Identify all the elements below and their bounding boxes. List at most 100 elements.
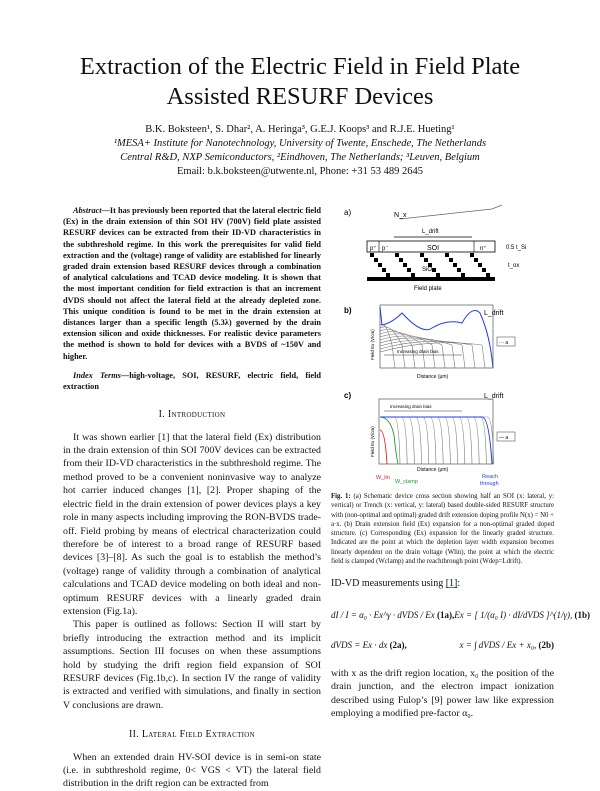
- box-label: SiO₂: [422, 267, 435, 273]
- oxide-block: [378, 263, 382, 267]
- section-title: Lateral Field Extraction: [141, 729, 256, 741]
- oxide-block: [382, 268, 386, 272]
- field-curve: [379, 342, 486, 369]
- oxide-block: [461, 273, 465, 277]
- abstract: Abstract—It has previously been reported…: [63, 205, 321, 362]
- affiliation-2: Central R&D, NXP Semiconductors, ²Eindho…: [120, 152, 480, 163]
- left-column: Abstract—It has previously been reported…: [63, 205, 321, 791]
- panel-b-legend-text: ··· a: [499, 340, 508, 346]
- section-title: Introduction: [167, 409, 226, 421]
- section-heading-introduction: I. Introduction: [63, 408, 321, 421]
- index-terms-label: Index Terms: [73, 370, 121, 380]
- field-plate-label: Field plate: [414, 286, 442, 292]
- oxide-block: [395, 253, 399, 257]
- oxide-block: [453, 263, 457, 267]
- index-terms: Index Terms—high-voltage, SOI, RESURF, e…: [63, 370, 321, 392]
- panel-b-legend: [496, 336, 516, 347]
- caption-label: Fig. 1:: [331, 493, 351, 500]
- field-curve: [380, 416, 466, 465]
- intro-paragraph-1: It was shown earlier [1] that the latera…: [63, 431, 321, 617]
- panel-c-legend: [496, 431, 516, 442]
- field-curve-final: [379, 306, 494, 369]
- oxide-block: [399, 258, 403, 262]
- oxide-block: [457, 268, 461, 272]
- n-plus-label: n⁺: [480, 245, 487, 252]
- panel-b-xlabel: Distance (μm): [417, 374, 449, 380]
- section-number: II.: [128, 729, 140, 741]
- affiliation-1: ¹MESA+ Institute for Nanotechnology, Uni…: [113, 138, 487, 149]
- equation-1b: Ex = [ 1/(α₀ I) · dI/dVDS ]^(1/γ), (1b): [454, 610, 590, 621]
- tsi-label: 0.5 t_Si: [506, 245, 526, 251]
- section2-paragraph-1: When an extended drain HV-SOI device is …: [63, 751, 321, 790]
- oxide-block: [470, 253, 474, 257]
- author-block: B.K. Boksteen¹, S. Dhar², A. Heringa³, G…: [40, 123, 560, 179]
- w-lin-label: W_lin: [376, 475, 390, 481]
- oxide-block: [420, 253, 424, 257]
- figure-1: a) N_x L_drift p⁺ p⁻ SOI n⁺ SiO₂ Field p…: [322, 195, 560, 490]
- through-label: through: [480, 481, 499, 487]
- panel-c-xlabel: Distance (μm): [417, 467, 449, 473]
- field-curve: [379, 337, 456, 369]
- right-column: Fig. 1: (a) Schematic device cross secti…: [331, 492, 590, 720]
- panel-c-legend-text: — a: [499, 435, 508, 441]
- w-clamp-label: W_clamp: [395, 479, 418, 485]
- oxide-block: [432, 268, 436, 272]
- oxide-block: [428, 263, 432, 267]
- contact-email: Email: b.k.boksteen@utwente.nl, Phone: +…: [177, 166, 423, 177]
- equation-row-1: dI / I = α₀ · Ex^γ · dVDS / Ex (1a), Ex …: [331, 601, 590, 631]
- oxide-block: [474, 258, 478, 262]
- panel-b-label: b): [344, 306, 352, 315]
- oxide-block: [403, 263, 407, 267]
- field-curve-wlin: [379, 429, 388, 465]
- abstract-text: —It has previously been reported that th…: [63, 206, 321, 361]
- field-curve: [379, 323, 396, 369]
- reference-link[interactable]: [1]: [445, 578, 458, 590]
- soi-layer: [366, 240, 496, 253]
- panel-c-ylabel: Field Ex (V/cm): [370, 426, 375, 457]
- p-plus-label: p⁺: [370, 245, 377, 252]
- abstract-label: Abstract: [73, 206, 102, 215]
- panel-a-label: a): [344, 208, 351, 217]
- oxide-block: [370, 253, 374, 257]
- field-curve-reachthrough: [380, 416, 493, 465]
- section-number: I.: [158, 409, 166, 421]
- oxide-block: [407, 268, 411, 272]
- oxide-block: [436, 273, 440, 277]
- author-names: B.K. Boksteen¹, S. Dhar², A. Heringa³, G…: [145, 124, 455, 135]
- field-plate: [367, 277, 495, 281]
- field-curve: [379, 333, 436, 369]
- doping-profile-line: [399, 204, 503, 220]
- oxide-block: [449, 258, 453, 262]
- measurements-text: ID-VD measurements using: [331, 578, 446, 590]
- field-curve: [379, 326, 406, 369]
- panel-b-axes: [379, 304, 494, 369]
- panel-b-annotation: Increasing drain bias: [397, 349, 439, 354]
- panel-c-label: c): [344, 391, 351, 400]
- ldrift-label-a: L_drift: [422, 229, 439, 235]
- equation-2b: x = ∫ dVDS / Ex + x₀, (2b): [459, 640, 554, 651]
- paper-title: Extraction of the Electric Field in Fiel…: [79, 53, 521, 110]
- field-curve: [379, 339, 466, 369]
- equation-row-2: dVDS = Ex · dx (2a), x = ∫ dVDS / Ex + x…: [331, 631, 554, 661]
- index-terms-text: —high-voltage, SOI, RESURF, electric fie…: [63, 370, 322, 392]
- field-curve-wclamp: [379, 416, 399, 465]
- measurements-tail: :: [457, 578, 461, 590]
- panel-c-curves: [379, 416, 494, 465]
- oxide-block: [445, 253, 449, 257]
- section-heading-lateral-field: II. Lateral Field Extraction: [63, 728, 321, 741]
- figure-1-graphic: a) N_x L_drift p⁺ p⁻ SOI n⁺ SiO₂ Field p…: [344, 204, 526, 487]
- field-curve: [379, 341, 476, 369]
- buried-oxide-pattern: [370, 253, 490, 277]
- caption-text: (a) Schematic device cross section showi…: [331, 493, 554, 566]
- oxide-block: [482, 268, 486, 272]
- right-paragraph: with x as the drift region location, x₀ …: [331, 667, 554, 719]
- oxide-block: [424, 258, 428, 262]
- field-curve: [379, 335, 446, 369]
- ldrift-label-b: L_drift: [484, 310, 504, 317]
- oxide-block: [411, 273, 415, 277]
- equation-1a: dI / I = α₀ · Ex^γ · dVDS / Ex (1a),: [331, 610, 455, 621]
- panel-c-annotation: Increasing drain bias: [390, 404, 432, 409]
- oxide-block: [386, 273, 390, 277]
- measurements-line: ID-VD measurements using [1]:: [331, 577, 554, 590]
- intro-paragraph-2: This paper is outlined as follows: Secti…: [63, 619, 321, 711]
